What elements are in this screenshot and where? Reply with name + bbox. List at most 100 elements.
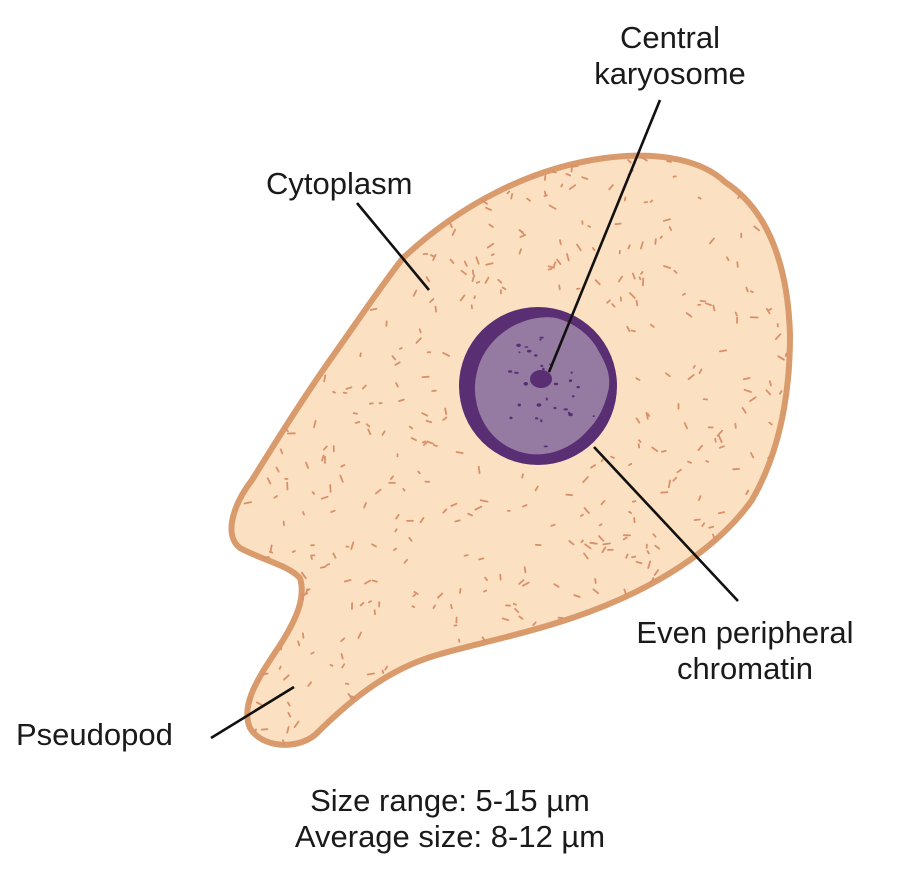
granule — [717, 511, 726, 515]
granule — [248, 437, 258, 441]
granule — [741, 407, 747, 414]
granule — [341, 231, 349, 234]
granule — [234, 601, 239, 605]
granule — [645, 411, 649, 420]
granule — [371, 579, 378, 583]
granule — [718, 693, 722, 698]
granule — [635, 377, 641, 382]
granule — [681, 705, 686, 712]
granule — [459, 294, 466, 302]
granule — [261, 672, 269, 676]
granule — [352, 412, 358, 415]
granule — [481, 157, 485, 163]
granule — [693, 518, 701, 521]
granule — [422, 441, 428, 446]
granule — [350, 541, 355, 550]
granule — [359, 352, 362, 358]
granule — [635, 561, 643, 565]
chromatin-speck — [542, 367, 545, 371]
granule — [554, 699, 561, 704]
granule — [552, 714, 557, 722]
granule — [345, 386, 353, 390]
granule — [736, 261, 739, 268]
granule — [787, 740, 790, 745]
granule — [705, 460, 710, 463]
granule — [519, 233, 527, 238]
granule — [319, 206, 328, 210]
leader-line-pseudopod — [210, 685, 295, 740]
granule — [646, 550, 650, 555]
granule — [310, 651, 315, 655]
granule — [712, 533, 717, 541]
granule — [773, 162, 778, 166]
granule — [590, 464, 596, 469]
granule — [546, 156, 551, 163]
granule — [744, 744, 751, 745]
granule — [775, 232, 782, 237]
granule — [305, 588, 309, 595]
granule — [332, 306, 336, 310]
granule — [231, 646, 238, 651]
granule — [715, 719, 722, 723]
granule — [733, 703, 740, 709]
granule — [713, 686, 718, 690]
granule — [340, 653, 344, 660]
granule — [325, 563, 331, 567]
granule — [742, 377, 751, 381]
granule — [598, 523, 603, 527]
granule — [475, 280, 481, 284]
granule — [411, 605, 416, 609]
granule — [652, 533, 657, 538]
granule — [598, 535, 605, 542]
chromatin-speck — [540, 419, 543, 423]
granule — [367, 428, 372, 436]
granule — [391, 355, 397, 361]
granule — [518, 615, 524, 620]
granule — [563, 735, 568, 740]
granule — [606, 299, 611, 304]
granule — [375, 155, 382, 159]
granule — [565, 172, 572, 177]
granule — [287, 712, 292, 718]
granule — [518, 248, 522, 255]
granule — [548, 631, 555, 638]
granule — [676, 468, 682, 474]
granule — [521, 473, 524, 479]
granule — [361, 242, 366, 251]
granule — [559, 239, 562, 246]
granule — [782, 479, 787, 485]
granule — [618, 275, 623, 283]
granule — [628, 510, 632, 514]
granule — [395, 382, 399, 388]
granule — [350, 227, 358, 234]
chromatin-speck — [524, 346, 529, 348]
granule — [231, 194, 236, 201]
granule — [654, 238, 657, 245]
chromatin-speck — [509, 416, 513, 420]
granule — [303, 287, 308, 291]
granule — [769, 478, 776, 483]
granule — [301, 510, 306, 516]
granule — [510, 193, 514, 200]
granule — [580, 513, 584, 517]
granule — [273, 297, 278, 304]
granule — [558, 284, 561, 291]
granule — [666, 160, 672, 163]
granule — [597, 616, 605, 623]
granule — [361, 384, 367, 390]
granule — [252, 586, 257, 594]
granule — [459, 588, 462, 594]
chromatin-speck — [518, 351, 521, 354]
granule — [238, 640, 242, 647]
granule — [242, 219, 247, 224]
granule — [580, 539, 584, 544]
granule — [765, 389, 771, 396]
granule — [440, 659, 444, 667]
granule — [694, 707, 700, 713]
granule — [412, 289, 418, 297]
granule — [665, 585, 672, 593]
granule — [654, 544, 661, 550]
granule — [478, 557, 485, 561]
granule — [485, 206, 493, 212]
